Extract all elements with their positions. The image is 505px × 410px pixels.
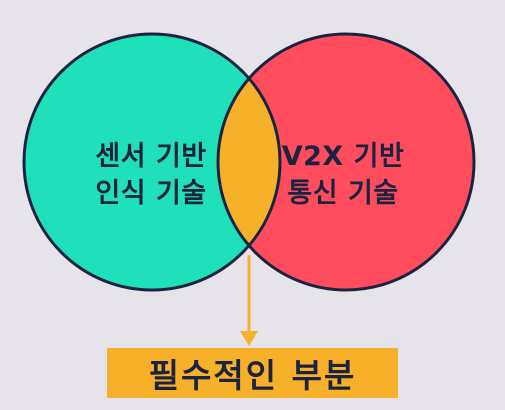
left-circle-label-line-2: 인식 기술 (95, 178, 207, 209)
callout-label: 필수적인 부분 (148, 356, 357, 395)
right-circle-label-line-1: V2X 기반 (281, 141, 405, 172)
left-circle-outline (22, 32, 282, 292)
left-circle-label-line-1: 센서 기반 (95, 141, 207, 172)
right-circle-label: V2X 기반 통신 기술 (258, 138, 428, 212)
left-circle (24, 34, 280, 290)
callout-box: 필수적인 부분 (107, 348, 398, 398)
right-circle (218, 34, 474, 290)
right-circle-outline (216, 32, 476, 292)
right-circle-label-line-2: 통신 기술 (287, 178, 399, 209)
callout-arrow-head (240, 331, 258, 346)
left-circle-label: 센서 기반 인식 기술 (66, 138, 236, 212)
